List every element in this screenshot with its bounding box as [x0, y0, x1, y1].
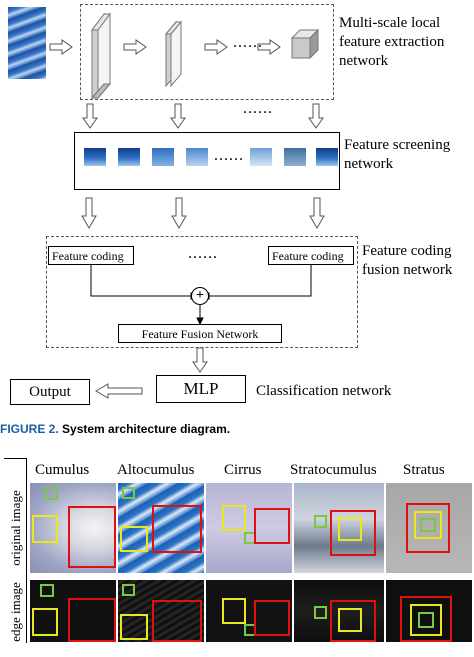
stratus-edge-yellow-box: [410, 604, 442, 636]
stratus-original-image: [386, 483, 472, 573]
row-label-original: original image: [8, 490, 23, 566]
cumulus-red-box: [68, 506, 116, 568]
column-label-stratus: Stratus: [403, 462, 445, 478]
stage2-label: Feature screening network: [344, 137, 451, 172]
cirrus-edge-yellow-box: [222, 598, 246, 624]
stratocumulus-green-box: [314, 515, 327, 528]
cirrus-yellow-box: [222, 505, 246, 531]
feature-fusion-network-box: Feature Fusion Network: [118, 324, 282, 343]
classification-label: Classification network: [256, 383, 392, 399]
cloud-thumbnail-4: [186, 148, 208, 166]
cumulus-edge-yellow-box: [32, 608, 58, 636]
ellipsis-thumbnails: ......: [214, 147, 244, 164]
altocumulus-edge-image: [118, 580, 204, 642]
stratus-edge-red-box: [400, 596, 452, 642]
cloud-thumbnail-5: [250, 148, 272, 166]
mlp-box: MLP: [156, 375, 246, 403]
cirrus-edge-red-box: [254, 600, 290, 636]
input-arrow: [49, 39, 73, 55]
altocumulus-edge-red-box: [152, 600, 202, 642]
column-label-cumulus: Cumulus: [35, 462, 90, 478]
output-box: Output: [10, 379, 90, 405]
stratus-green-box: [420, 518, 436, 532]
down-arrow-to-mlp: [192, 347, 208, 373]
cloud-thumbnail-2: [118, 148, 140, 166]
cirrus-original-image: [206, 483, 292, 573]
ellipsis-coding: ......: [188, 245, 218, 262]
cirrus-edge-image: [206, 580, 292, 642]
feature-map-slab-1: [90, 12, 112, 100]
figure-number: FIGURE 2.: [0, 422, 59, 436]
altocumulus-red-box: [152, 505, 202, 553]
cloud-thumbnail-6: [284, 148, 306, 166]
layer-arrows: [123, 39, 281, 55]
altocumulus-yellow-box: [120, 526, 148, 552]
cumulus-edge-green-box: [40, 584, 54, 597]
input-cloud-image: [8, 7, 46, 79]
stratocumulus-edge-red-box: [330, 600, 376, 642]
stratocumulus-edge-green-box: [314, 606, 327, 619]
altocumulus-edge-green-box: [122, 584, 135, 596]
cloud-thumbnail-1: [84, 148, 106, 166]
figure-title: System architecture diagram.: [62, 422, 231, 436]
stage3-label: Feature coding fusion network: [362, 243, 453, 278]
stratocumulus-red-box: [330, 510, 376, 556]
cumulus-green-box: [44, 487, 58, 500]
column-label-cirrus: Cirrus: [224, 462, 262, 478]
fusion-plus-node: +: [191, 287, 209, 305]
stratus-yellow-box: [414, 511, 442, 539]
down-arrows-row-2: [81, 197, 325, 229]
ellipsis-layers: ......: [233, 34, 263, 51]
left-arrow-to-output: [95, 383, 143, 399]
diagram-connectors: [49, 12, 325, 399]
cloud-thumbnail-7: [316, 148, 338, 166]
figure-caption: FIGURE 2. System architecture diagram.: [0, 422, 230, 436]
altocumulus-edge-yellow-box: [120, 614, 148, 640]
feature-coding-left-box: Feature coding: [48, 246, 134, 265]
column-label-altocumulus: Altocumulus: [117, 462, 195, 478]
down-arrows-row-1: [82, 103, 324, 129]
sample-grid-left-border: [4, 458, 27, 643]
stratus-red-box: [406, 503, 450, 553]
stratocumulus-yellow-box: [338, 517, 362, 541]
feature-map-cube: [290, 28, 320, 60]
column-label-stratocumulus: Stratocumulus: [290, 462, 377, 478]
stage1-label: Multi-scale local feature extraction net…: [339, 15, 445, 69]
stratus-edge-green-box: [418, 612, 434, 628]
feature-map-slab-2: [164, 20, 183, 88]
cirrus-red-box: [254, 508, 290, 544]
stratocumulus-edge-yellow-box: [338, 608, 362, 632]
feature-coding-fusion-box: [46, 236, 358, 348]
cumulus-yellow-box: [32, 515, 58, 543]
feature-extraction-box: [80, 4, 334, 100]
cumulus-edge-image: [30, 580, 116, 642]
feature-coding-right-box: Feature coding: [268, 246, 354, 265]
cloud-thumbnail-3: [152, 148, 174, 166]
row-label-edge: edge image: [8, 582, 23, 642]
cumulus-edge-red-box: [68, 598, 116, 642]
altocumulus-green-box: [122, 487, 135, 499]
ellipsis-arrows-row1: ......: [243, 100, 273, 117]
